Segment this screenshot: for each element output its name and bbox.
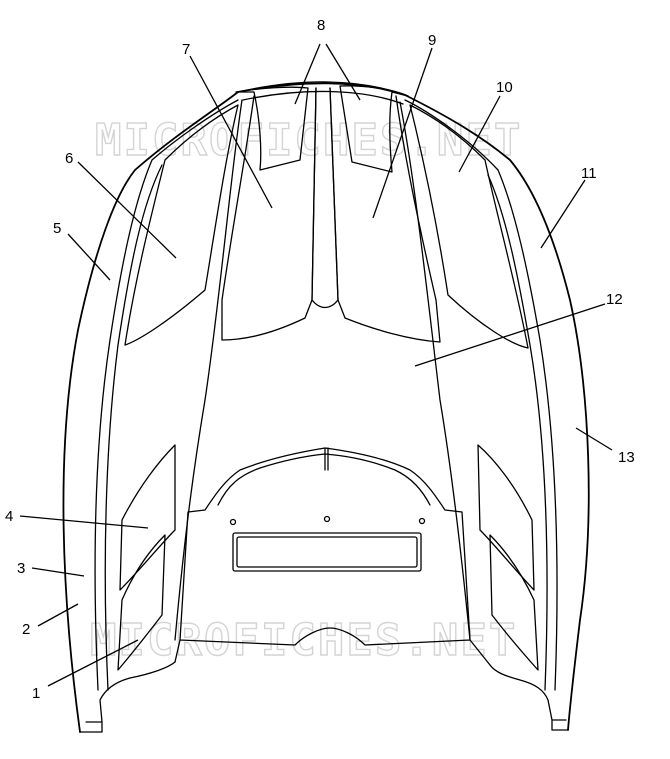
- left-inner-line-b: [104, 164, 163, 691]
- leader-10: [458, 95, 501, 173]
- leader-12: [414, 303, 606, 367]
- right-side-vent: [409, 104, 529, 349]
- callout-13: 13: [618, 449, 635, 466]
- right-center-panel: [329, 87, 441, 343]
- left-side-vent: [124, 104, 239, 346]
- mount-hole-center: [323, 515, 331, 523]
- watermark-bottom: MICROFICHES.NET: [90, 615, 517, 666]
- leader-7: [189, 55, 273, 209]
- lower-right-louver-2: [489, 534, 539, 671]
- leader-3: [31, 567, 85, 577]
- leader-11: [540, 179, 586, 249]
- left-foot: [79, 661, 176, 733]
- top-louver-left: [235, 86, 309, 171]
- callout-10: 10: [496, 79, 513, 96]
- leader-13: [575, 427, 613, 451]
- mount-hole-right: [418, 517, 426, 525]
- center-divider: [311, 87, 339, 309]
- callout-12: 12: [606, 291, 623, 308]
- callout-1: 1: [32, 685, 40, 702]
- leader-8a: [294, 43, 321, 105]
- callout-4: 4: [5, 508, 13, 525]
- callout-6: 6: [65, 150, 73, 167]
- callout-7: 7: [182, 41, 190, 58]
- callout-2: 2: [22, 621, 30, 638]
- callout-11: 11: [581, 165, 597, 182]
- callout-5: 5: [53, 220, 61, 237]
- right-foot: [489, 664, 569, 731]
- leader-5: [67, 233, 111, 281]
- left-center-panel: [221, 87, 317, 341]
- leader-4: [19, 515, 149, 529]
- lower-left-louver-2: [117, 534, 166, 671]
- center-panel: [174, 99, 471, 641]
- right-inner-line-a: [404, 99, 558, 691]
- lower-right-louver-1: [477, 444, 535, 591]
- left-inner-line-a: [94, 99, 239, 691]
- mount-hole-left: [229, 518, 237, 526]
- leader-6: [77, 161, 177, 259]
- lower-left-louver-1: [119, 444, 176, 591]
- plate-recess: [232, 532, 422, 572]
- watermark-top: MICROFICHES.NET: [95, 115, 522, 166]
- right-inner-line-b: [487, 174, 548, 691]
- callout-3: 3: [17, 560, 25, 577]
- center-ridge: [324, 447, 329, 471]
- callout-9: 9: [428, 32, 436, 49]
- leader-9: [372, 47, 433, 219]
- lower-cutout-inner: [217, 453, 431, 506]
- callout-8: 8: [317, 17, 325, 34]
- leader-2: [37, 603, 79, 627]
- leader-1: [47, 639, 139, 687]
- leader-8b: [325, 43, 361, 101]
- plate-recess-inner: [236, 536, 418, 568]
- top-edge-strip: [237, 81, 409, 105]
